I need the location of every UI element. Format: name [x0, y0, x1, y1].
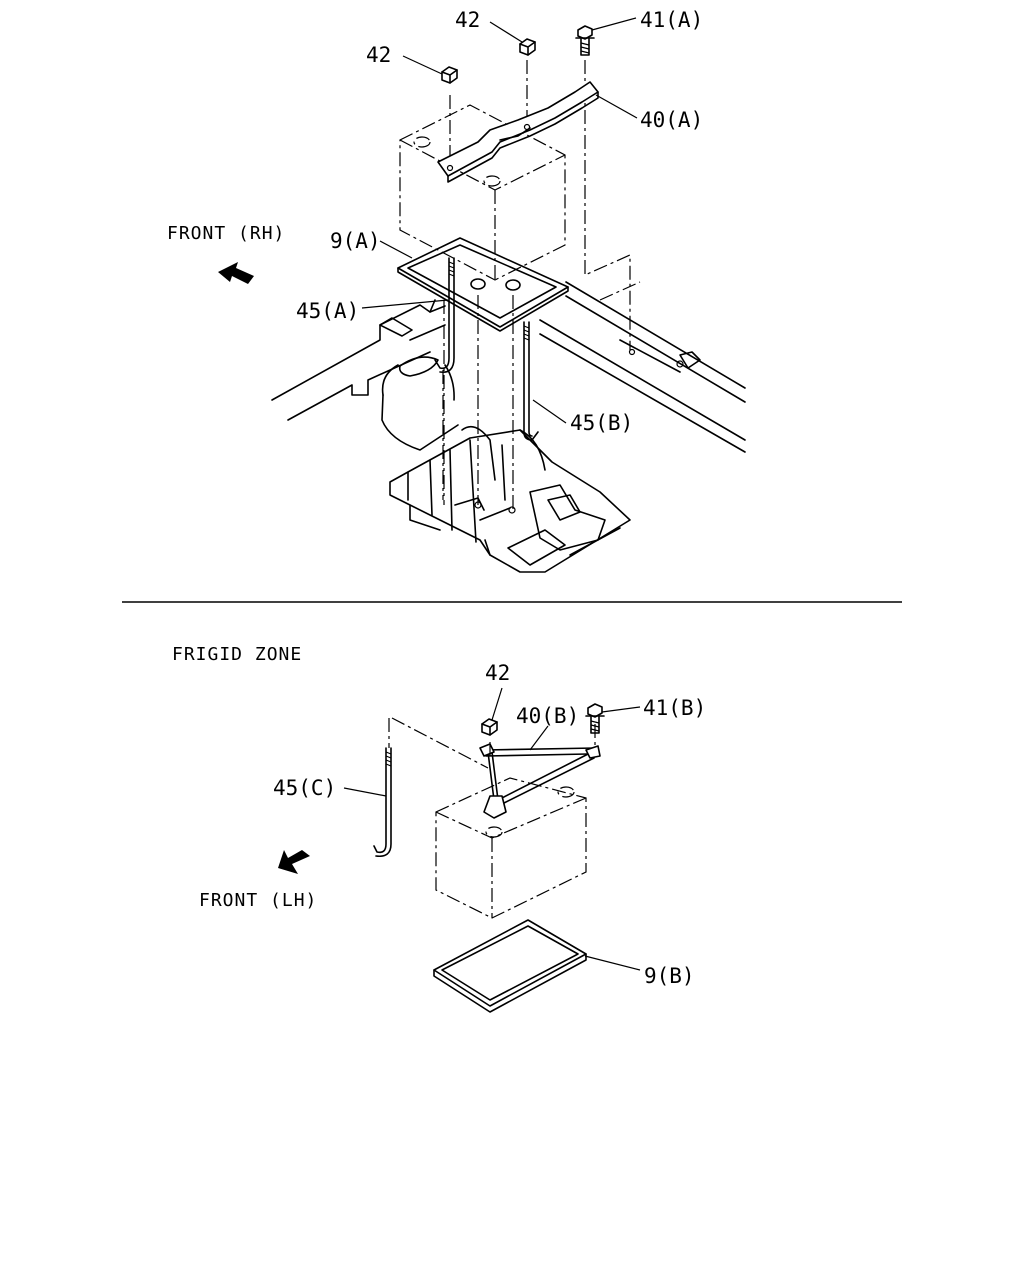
callout-nut-42-frigid: 42 [485, 661, 510, 685]
battery-frigid [435, 777, 587, 919]
bolt-41a [575, 25, 595, 56]
callout-tray-9b: 9(B) [644, 964, 695, 988]
battery-tray-9a [397, 237, 569, 332]
bolt-41b [585, 703, 605, 734]
callout-bolt-41b: 41(B) [643, 696, 706, 720]
rod-45c [373, 717, 489, 858]
floor-bracket [389, 425, 631, 573]
front-rh-label: FRONT (RH) [167, 223, 285, 244]
rod-45b [523, 321, 539, 441]
front-lh-arrow-icon [278, 850, 310, 874]
clamp-40a [437, 81, 599, 183]
rod-45a [434, 257, 455, 374]
callout-clamp-40b: 40(B) [516, 704, 579, 728]
callout-rod-45b: 45(B) [570, 411, 633, 435]
battery [399, 104, 566, 281]
clamp-40b [479, 743, 601, 819]
nut-42-top [519, 38, 536, 56]
front-rh-arrow-icon [218, 262, 254, 284]
nut-42-left [441, 66, 458, 84]
callout-nut-42-top: 42 [455, 8, 480, 32]
battery-tray-9b [433, 919, 587, 1013]
front-lh-label: FRONT (LH) [199, 890, 317, 911]
chassis-frame [271, 281, 746, 453]
callout-rod-45c: 45(C) [273, 776, 336, 800]
callout-bolt-41a: 41(A) [640, 8, 703, 32]
callout-tray-9a: 9(A) [330, 229, 381, 253]
nut-42-frigid [481, 718, 498, 736]
callout-nut-42-left: 42 [366, 43, 391, 67]
frigid-zone-assembly: FRIGID ZONE [172, 644, 706, 1013]
callout-rod-45a: 45(A) [296, 299, 359, 323]
top-assembly: 42 42 41(A) 40(A) 9(A) 45(A) 45(B) FRONT… [167, 8, 746, 573]
callout-clamp-40a: 40(A) [640, 108, 703, 132]
frigid-zone-title: FRIGID ZONE [172, 644, 302, 665]
